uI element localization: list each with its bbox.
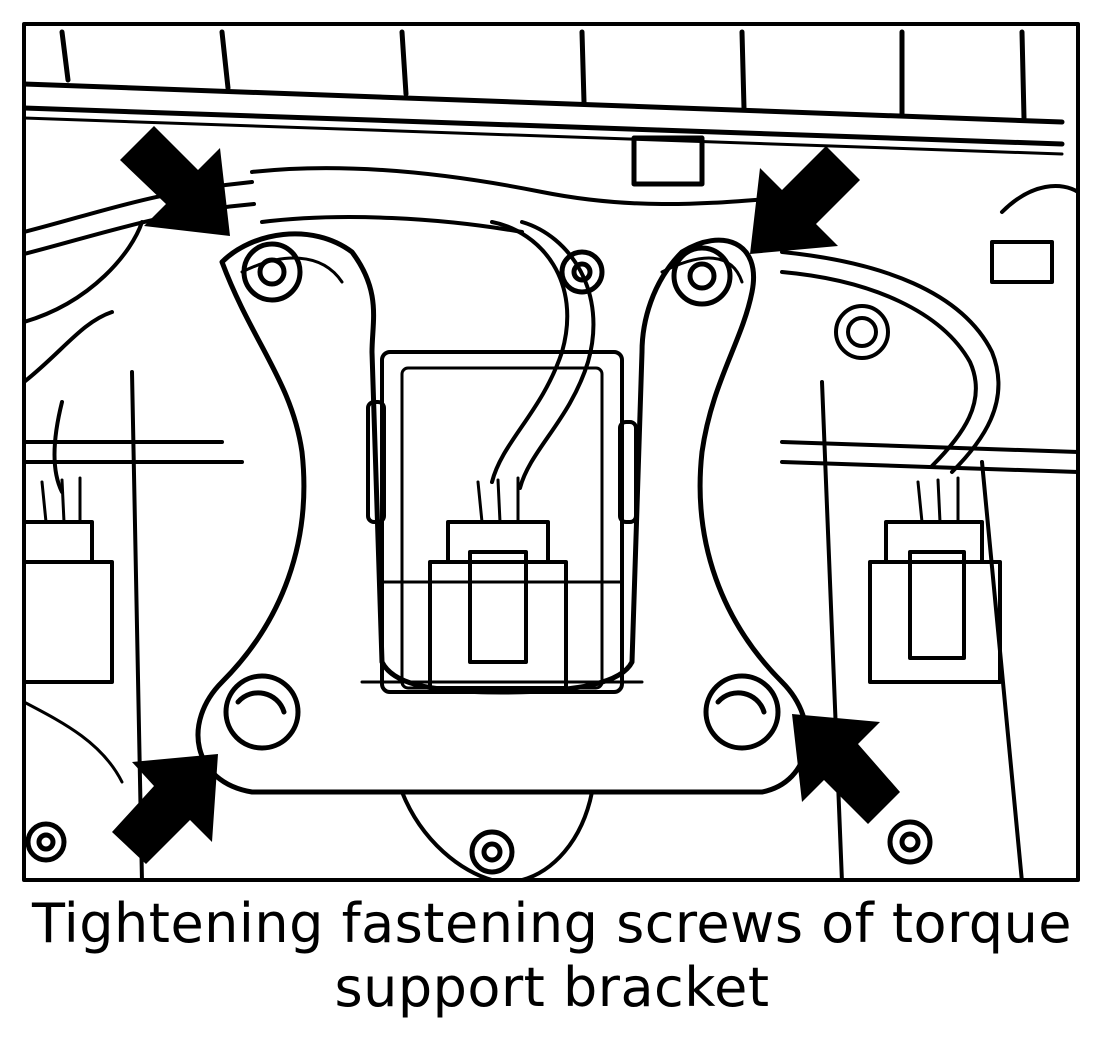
arrow-icon xyxy=(112,126,900,864)
arrow-top-right xyxy=(750,146,860,254)
bracket-illustration xyxy=(22,22,1080,882)
connector-icon xyxy=(22,476,1002,784)
figure-caption: Tightening fastening screws of torque su… xyxy=(0,892,1104,1020)
caption-line-2: support bracket xyxy=(334,956,770,1019)
arrow-bottom-left xyxy=(112,754,218,864)
screw-head-icon xyxy=(25,241,933,875)
top-rail xyxy=(22,29,1065,187)
arrow-top-left xyxy=(120,126,230,236)
arrow-bottom-right xyxy=(792,714,900,824)
figure-frame xyxy=(22,22,1080,882)
caption-line-1: Tightening fastening screws of torque xyxy=(31,892,1073,955)
torque-support-bracket xyxy=(195,231,810,882)
wiring-harness xyxy=(22,166,1080,494)
